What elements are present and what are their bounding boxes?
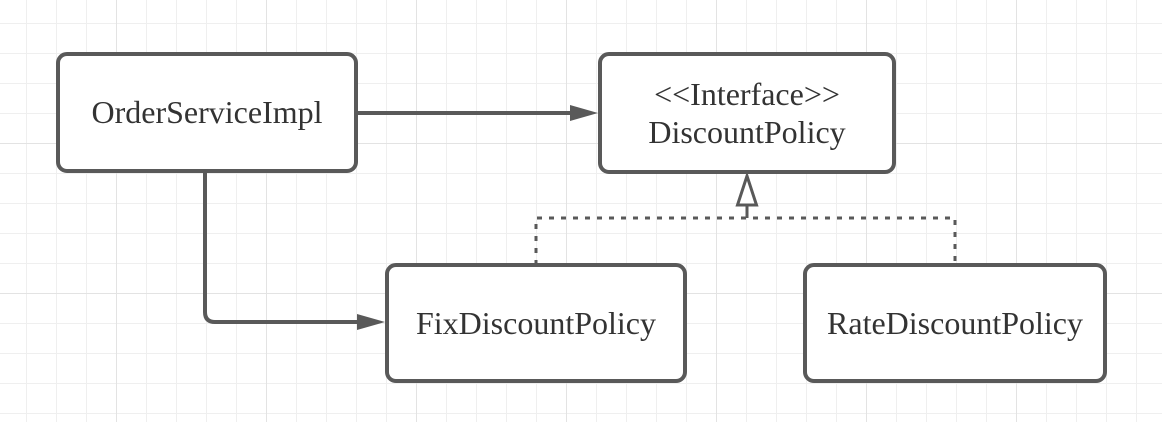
node-label: FixDiscountPolicy bbox=[415, 304, 656, 341]
node-stereotype: <<Interface>> bbox=[654, 75, 840, 112]
arrowhead-solid bbox=[570, 105, 598, 121]
node-label: RateDiscountPolicy bbox=[827, 304, 1083, 341]
node-label: DiscountPolicy bbox=[648, 114, 846, 150]
arrowhead-hollow-triangle bbox=[735, 171, 759, 207]
edge-orderserviceimpl-to-discountpolicy[interactable] bbox=[352, 105, 598, 121]
arrowhead-solid bbox=[357, 314, 385, 330]
node-rate-discount-policy[interactable]: RateDiscountPolicy bbox=[803, 263, 1107, 383]
edge-orderserviceimpl-to-fixdiscountpolicy[interactable] bbox=[203, 170, 385, 330]
node-label: OrderServiceImpl bbox=[91, 94, 323, 131]
node-discount-policy-interface[interactable]: <<Interface>> DiscountPolicy bbox=[598, 52, 896, 174]
node-fix-discount-policy[interactable]: FixDiscountPolicy bbox=[385, 263, 687, 383]
edge-realization-to-discountpolicy[interactable] bbox=[534, 171, 957, 265]
node-order-service-impl[interactable]: OrderServiceImpl bbox=[56, 52, 358, 173]
